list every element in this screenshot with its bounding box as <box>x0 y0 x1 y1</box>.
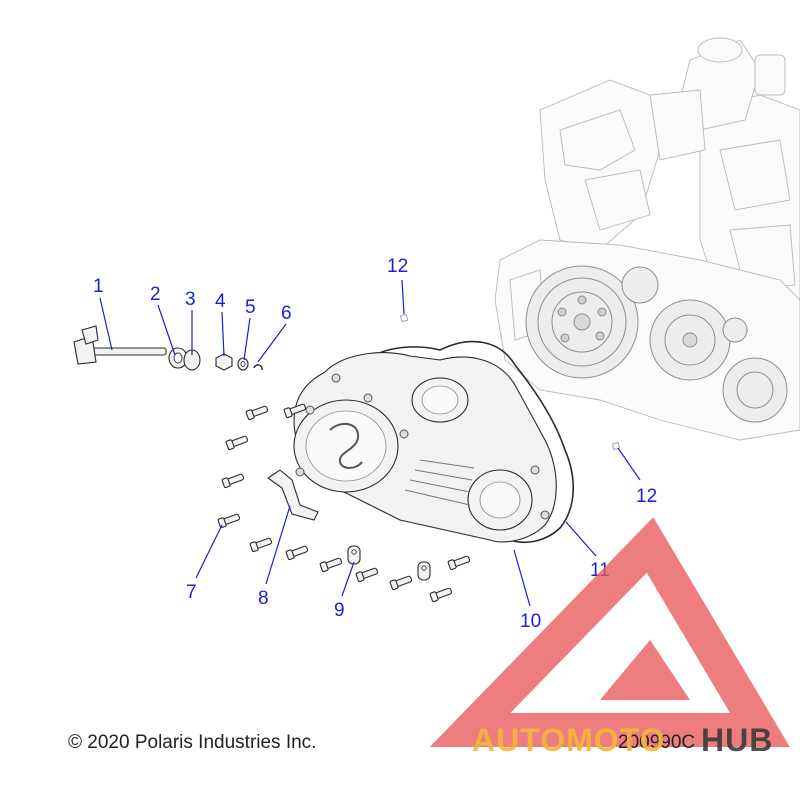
callout-5: 5 <box>245 297 256 318</box>
callout-10: 10 <box>520 611 541 632</box>
callout-3: 3 <box>185 289 196 310</box>
callout-8: 8 <box>258 588 269 609</box>
clip <box>417 561 431 581</box>
clutch-release-shaft <box>73 325 167 365</box>
callout-1: 1 <box>93 276 104 297</box>
callout-labels: 1 2 3 4 5 6 7 8 9 10 11 12 12 <box>93 256 657 632</box>
callout-7: 7 <box>186 582 197 603</box>
gear-train <box>621 266 788 423</box>
callout-2: 2 <box>150 284 161 305</box>
callout-12-top: 12 <box>387 256 408 277</box>
clip <box>347 545 361 565</box>
callout-6: 6 <box>281 303 292 324</box>
nut <box>215 353 233 371</box>
callout-12-right: 12 <box>636 486 657 507</box>
watermark-logo <box>429 517 790 747</box>
copyright-text: © 2020 Polaris Industries Inc. <box>68 732 317 753</box>
screw-set <box>217 314 620 603</box>
washer <box>237 357 249 371</box>
watermark-text-dark: HUB <box>701 722 774 758</box>
callout-4: 4 <box>215 291 226 312</box>
primary-cover <box>293 352 557 543</box>
engine-assembly <box>494 37 800 441</box>
watermark-text-orange: AUTOMOTO <box>472 722 666 758</box>
bearing <box>168 347 188 369</box>
clutch-basket <box>525 265 639 379</box>
cable-bracket <box>267 469 319 521</box>
diagram-code: 200990C <box>618 732 696 753</box>
cover-gasket <box>369 340 574 544</box>
retaining-ring <box>253 364 263 371</box>
leader-lines <box>99 279 641 607</box>
callout-9: 9 <box>334 600 345 621</box>
